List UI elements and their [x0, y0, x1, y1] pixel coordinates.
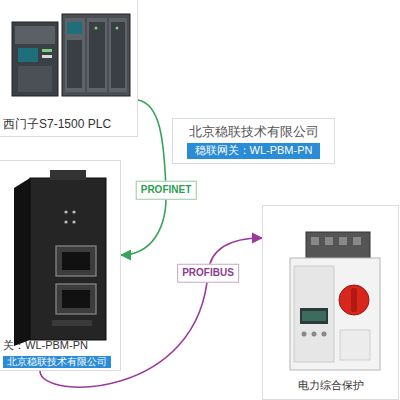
protection-panel: 电力综合保护: [262, 205, 399, 400]
plc-illustration: [12, 14, 130, 96]
bus-label-box: PROFIBUS: [177, 262, 239, 283]
plc-panel: 西门子S7-1500 PLC: [0, 0, 138, 137]
node-label: 北京稳联技术有限公司: [189, 124, 319, 140]
bus-label: PROFIBUS: [177, 264, 239, 283]
company-callout: 北京稳联技术有限公司稳联网关：WL-PBM-PN: [172, 118, 335, 164]
gateway-illustration: [14, 170, 106, 346]
node-label: 西门子S7-1500 PLC: [3, 117, 111, 132]
gateway-panel: 关：WL-PBM-PN 北京稳联技术有限公司: [0, 160, 121, 371]
banner-text: 稳联网关：WL-PBM-PN: [187, 143, 321, 159]
bus-label: PROFINET: [136, 181, 197, 200]
bus-label-box: PROFINET: [136, 179, 197, 200]
node-label: 电力综合保护: [298, 379, 364, 393]
bus-connector: [121, 100, 166, 255]
protection-device-illustration: [290, 232, 380, 370]
node-label: 关：WL-PBM-PN: [3, 339, 88, 353]
banner-text: 北京稳联技术有限公司: [3, 356, 111, 369]
